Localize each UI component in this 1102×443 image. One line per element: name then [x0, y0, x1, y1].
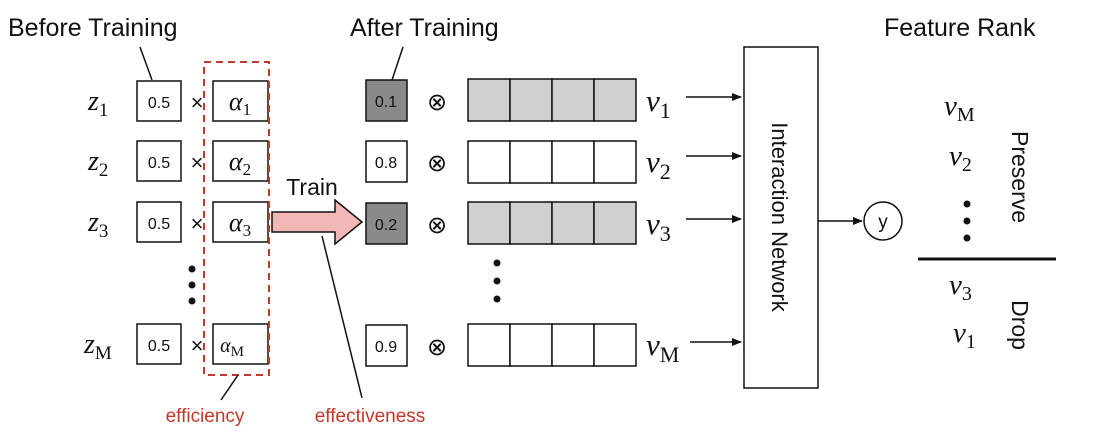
embedding-vector: [467, 201, 637, 245]
heading-feature-rank: Feature Rank: [884, 14, 1036, 42]
times-symbol: ×: [191, 90, 204, 115]
before-row-2: z2 0.5 × α2: [87, 140, 269, 182]
init-weight-box: [136, 201, 182, 243]
before-ellipsis: [188, 265, 196, 305]
otimes-symbol: ⊗: [427, 89, 447, 116]
learned-weight-value: 0.9: [375, 339, 397, 356]
init-weight-box: [136, 323, 182, 365]
output-node: [863, 201, 903, 241]
heading-before-training: Before Training: [8, 14, 178, 42]
embedding-vector: [467, 323, 637, 367]
rank-preserve-item-1: vM: [944, 90, 975, 126]
v-label: v2: [646, 144, 671, 184]
learned-weight-box: [365, 202, 408, 245]
v-label: vM: [646, 327, 679, 367]
init-weight-box: [136, 80, 182, 122]
init-weight-value: 0.5: [148, 155, 170, 172]
train-label: Train: [286, 174, 338, 200]
embedding-vector: [467, 140, 637, 184]
otimes-symbol: ⊗: [427, 212, 447, 239]
interaction-network-box: [743, 46, 819, 389]
learned-weight-value: 0.8: [375, 155, 397, 172]
after-leader-line: [391, 46, 404, 81]
otimes-symbol: ⊗: [427, 150, 447, 177]
init-weight-value: 0.5: [148, 338, 170, 355]
learned-weight-box: [365, 140, 408, 183]
learned-weight-box: [365, 79, 408, 122]
alpha-box: [212, 323, 269, 365]
otimes-symbol: ⊗: [427, 334, 447, 361]
learned-weight-value: 0.1: [375, 94, 397, 111]
rank-ellipsis: [963, 200, 971, 242]
alpha-box: [212, 140, 269, 182]
after-row-2: 0.8 ⊗ v2: [365, 140, 742, 184]
train-arrow: [271, 198, 364, 246]
z-label: zM: [83, 329, 112, 364]
after-row-m: 0.9 ⊗ vM: [365, 323, 742, 367]
after-row-1: 0.1 ⊗ v1: [365, 78, 742, 123]
before-row-m: zM 0.5 × αM: [83, 323, 269, 365]
z-label: z3: [87, 207, 108, 242]
embedding-vector: [467, 78, 637, 122]
z-label: z1: [87, 86, 108, 121]
alpha-label: α3: [229, 208, 251, 240]
drop-label: Drop: [1007, 300, 1033, 350]
times-symbol: ×: [191, 211, 204, 236]
effectiveness-leader-line: [321, 235, 363, 399]
efficiency-label: efficiency: [166, 406, 245, 427]
rank-drop-group: v3 v1 Drop: [949, 269, 1033, 353]
v-label: v3: [646, 206, 671, 246]
alpha-label: αM: [220, 335, 244, 360]
learned-weight-box: [365, 324, 408, 367]
rank-preserve-group: vM v2 Preserve: [944, 90, 1033, 242]
init-weight-value: 0.5: [148, 95, 170, 112]
after-ellipsis: [493, 259, 501, 303]
output-label: y: [878, 212, 888, 233]
z-label: z2: [87, 146, 108, 181]
v-label: v1: [646, 83, 671, 123]
learned-weight-value: 0.2: [375, 217, 397, 234]
interaction-network-label: Interaction Network: [767, 122, 792, 313]
effectiveness-label: effectiveness: [315, 406, 426, 427]
init-weight-box: [136, 140, 182, 182]
rank-drop-item-1: v3: [949, 269, 972, 305]
efficiency-dashed-box: [203, 61, 270, 376]
times-symbol: ×: [191, 333, 204, 358]
rank-preserve-item-2: v2: [949, 140, 972, 176]
after-row-3: 0.2 ⊗ v3: [365, 201, 742, 246]
rank-drop-item-2: v1: [953, 317, 976, 353]
init-weight-value: 0.5: [148, 216, 170, 233]
before-row-1: z1 0.5 × α1: [87, 80, 269, 122]
heading-after-training: After Training: [350, 14, 499, 42]
alpha-box: [212, 201, 269, 243]
alpha-label: α2: [229, 147, 251, 179]
times-symbol: ×: [191, 150, 204, 175]
efficiency-leader-line: [220, 374, 239, 401]
before-row-3: z3 0.5 × α3: [87, 201, 269, 243]
alpha-label: α1: [229, 87, 251, 119]
before-leader-line: [139, 46, 153, 81]
alpha-box: [212, 80, 269, 122]
preserve-label: Preserve: [1007, 131, 1033, 223]
